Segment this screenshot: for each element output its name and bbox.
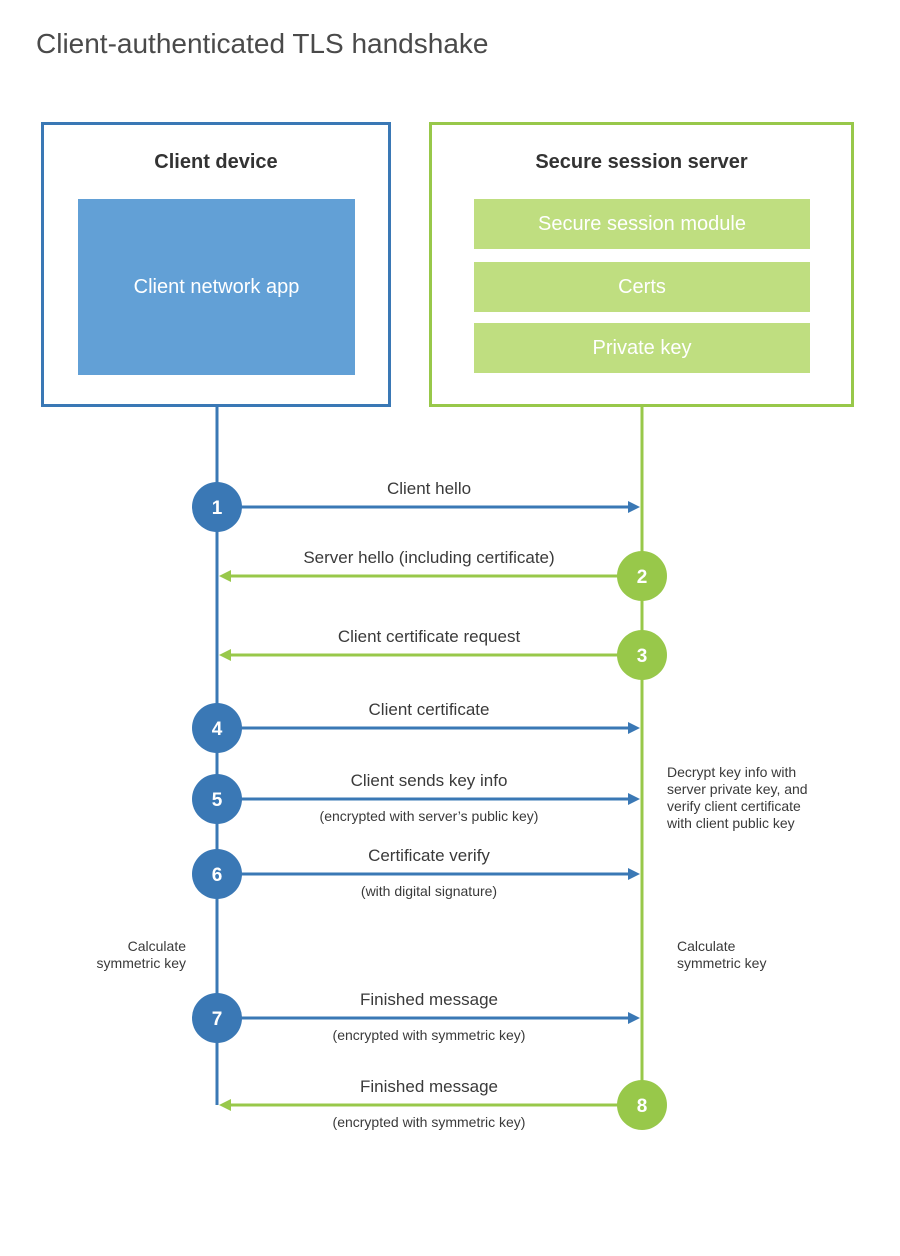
step-1: 1 [192, 482, 640, 532]
step-number-circle [617, 551, 667, 601]
step-7: 7 [192, 993, 640, 1043]
step-number: 3 [637, 646, 648, 667]
step-number-circle [192, 993, 242, 1043]
arrowhead-icon [219, 570, 231, 582]
server-decrypt-note: Decrypt key info with server private key… [667, 764, 808, 831]
client-calc-note: Calculate symmetric key [96, 938, 186, 971]
step-7-sublabel: (encrypted with symmetric key) [332, 1027, 526, 1043]
step-number: 6 [212, 865, 223, 886]
arrowhead-icon [628, 793, 640, 805]
step-3: 3 [219, 630, 667, 680]
arrowhead-icon [628, 1012, 640, 1024]
step-number: 2 [637, 567, 648, 588]
step-4: 4 [192, 703, 640, 753]
step-number: 5 [212, 790, 223, 811]
step-4-label: Client certificate [368, 700, 490, 719]
arrowhead-icon [628, 868, 640, 880]
step-number: 8 [637, 1096, 648, 1117]
step-2: 2 [219, 551, 667, 601]
step-5-sublabel: (encrypted with server’s public key) [319, 808, 539, 824]
step-8-label: Finished message [360, 1077, 498, 1096]
arrowhead-icon [219, 1099, 231, 1111]
arrowhead-icon [219, 649, 231, 661]
arrowhead-icon [628, 722, 640, 734]
client-network-app-block: Client network app [78, 199, 355, 375]
secure-session-module-block: Secure session module [474, 199, 810, 249]
client-device-title: Client device [154, 151, 278, 173]
step-6-sublabel: (with digital signature) [360, 883, 498, 899]
step-number-circle [617, 1080, 667, 1130]
certs-block: Certs [474, 262, 810, 312]
step-5-label: Client sends key info [350, 771, 508, 790]
server-calc-note: Calculate symmetric key [677, 938, 767, 971]
step-8: 8 [219, 1080, 667, 1130]
step-number: 1 [212, 498, 223, 519]
step-number: 4 [212, 719, 223, 740]
server-title: Secure session server [535, 151, 748, 173]
step-number-circle [192, 703, 242, 753]
step-number-circle [192, 774, 242, 824]
step-3-label: Client certificate request [337, 627, 521, 646]
arrowhead-icon [628, 501, 640, 513]
step-1-label: Client hello [386, 479, 472, 498]
step-number: 7 [212, 1009, 223, 1030]
step-2-label: Server hello (including certificate) [303, 548, 555, 567]
step-number-circle [192, 482, 242, 532]
step-7-label: Finished message [360, 990, 498, 1009]
step-8-sublabel: (encrypted with symmetric key) [332, 1114, 526, 1130]
step-5: 5 [192, 774, 640, 824]
diagram-title: Client-authenticated TLS handshake [36, 28, 489, 59]
step-6: 6 [192, 849, 640, 899]
step-number-circle [617, 630, 667, 680]
private-key-block: Private key [474, 323, 810, 373]
step-6-label: Certificate verify [368, 846, 490, 865]
step-number-circle [192, 849, 242, 899]
